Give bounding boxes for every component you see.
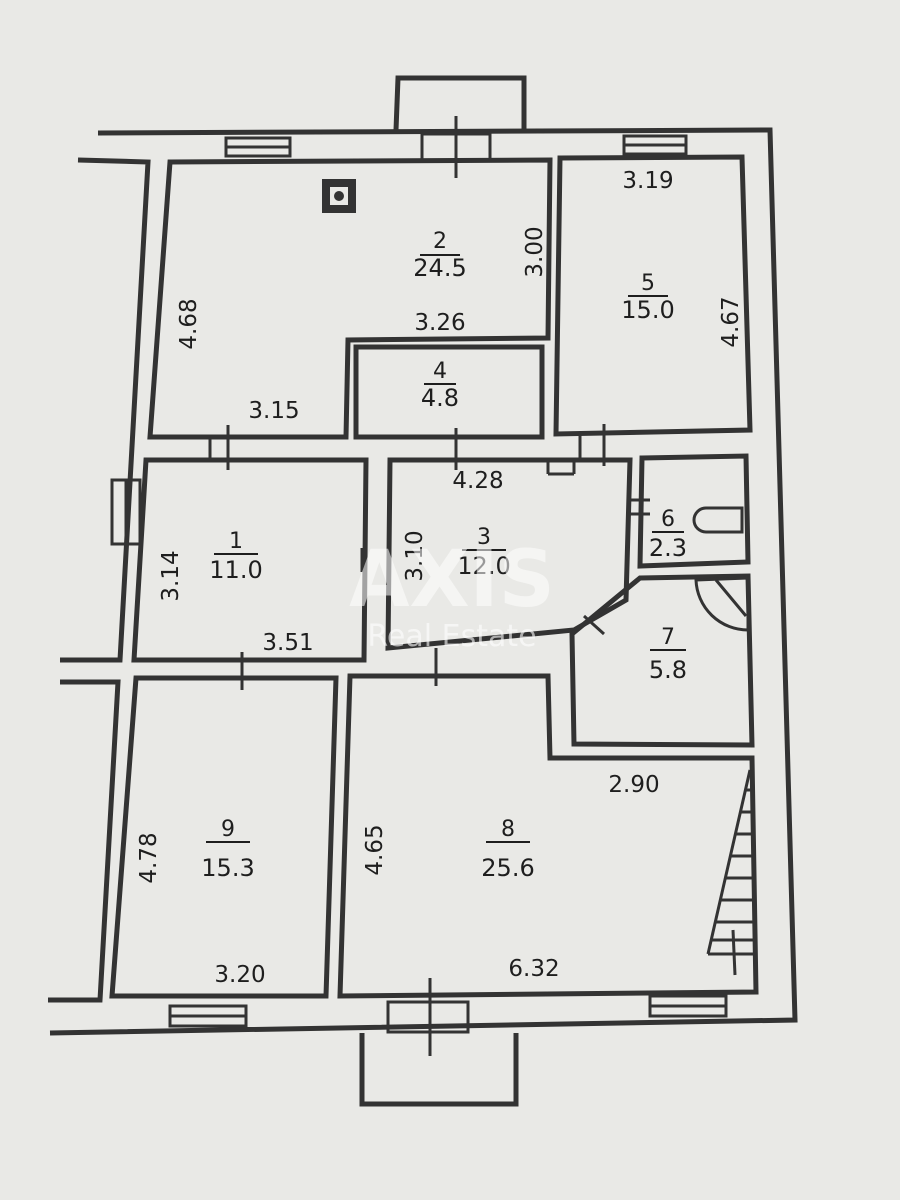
dim-room5-right: 4.67 [718,296,744,347]
staircase [706,769,756,976]
dim-room3-left: 3.10 [402,530,428,581]
room-6-area: 2.3 [649,534,687,562]
dimension-labels: 4.68 3.15 3.00 3.26 3.19 4.67 4.28 3.10 … [136,168,744,988]
dim-room8-bottom: 6.32 [508,956,559,982]
room-1-outline [131,457,369,663]
dim-room3-top: 4.28 [452,468,503,494]
room-3-area: 12.0 [457,552,510,580]
dim-room2-bottom: 3.15 [248,398,299,424]
room-labels: 2 24.5 4 4.8 5 15.0 1 11.0 3 12.0 6 2.3 … [201,229,687,882]
room-8-area: 25.6 [481,854,534,882]
room-6-number: 6 [661,507,675,532]
room-8-number: 8 [501,817,515,842]
dim-room2-right: 3.00 [522,226,548,277]
room-5-outline [553,154,753,437]
room-1-area: 11.0 [209,556,262,584]
balcony-top [393,75,527,131]
dim-room9-left: 4.78 [136,832,162,883]
room-1-number: 1 [229,529,243,554]
dim-room5-top: 3.19 [622,168,673,194]
room-3-number: 3 [477,525,491,550]
dim-room1-left: 3.14 [158,550,184,601]
balcony-bottom [359,1033,519,1107]
room-9-number: 9 [221,817,235,842]
dim-room1-bottom: 3.51 [262,630,313,656]
room-7-area: 5.8 [649,656,687,684]
dim-room4-top: 3.26 [414,310,465,336]
windows [110,134,728,1028]
dim-room9-bottom: 3.20 [214,962,265,988]
room-2-outline [147,157,553,440]
outer-wall-left-upper [60,157,151,663]
room-7-outline [569,573,755,748]
watermark-subtitle: Real Estate [367,619,536,654]
door-hatch [714,579,748,617]
room-5-area: 15.0 [621,296,674,324]
room-9-area: 15.3 [201,854,254,882]
dim-room2-left: 4.68 [176,298,202,349]
room-8-outline [337,673,759,999]
watermark-title: AXIS [349,535,555,625]
watermark: AXIS Real Estate [349,535,555,654]
room-4-number: 4 [433,359,447,384]
room-2-area: 24.5 [413,254,466,282]
room-4-area: 4.8 [421,384,459,412]
room-3-outline [385,457,633,651]
room-6-outline [637,453,751,569]
vent-icon [322,179,356,213]
room-9-outline [109,675,339,999]
room-5-number: 5 [641,271,655,296]
door-swing-room-7 [694,576,750,632]
dim-room8-left: 4.65 [362,824,388,875]
room-2-number: 2 [433,229,447,254]
outer-wall-top [49,127,798,1036]
door-marks [208,116,650,1056]
outer-wall-left-lower [48,679,121,1003]
fixture-room-6 [692,506,744,534]
room-7-number: 7 [661,625,675,650]
dim-room8-top: 2.90 [608,772,659,798]
